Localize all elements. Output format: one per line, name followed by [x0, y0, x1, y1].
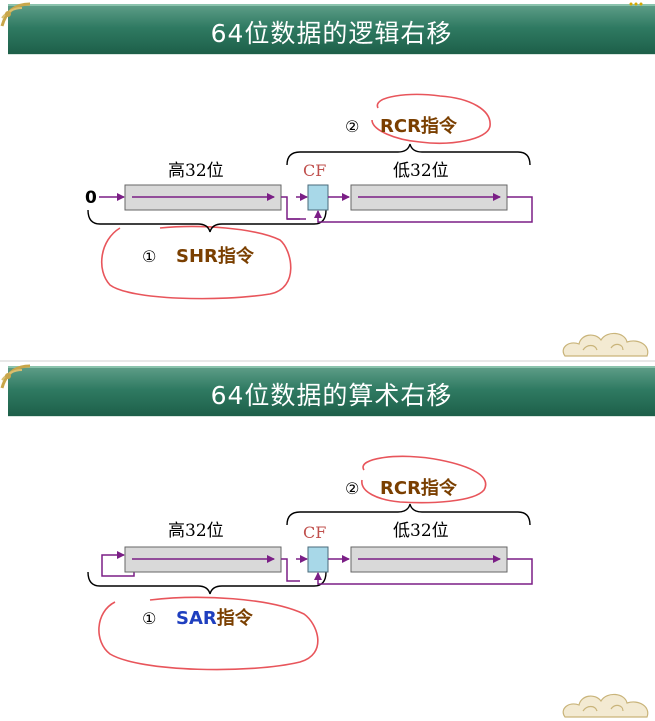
annotation-circle-rcr	[371, 93, 491, 145]
slide-title: 64位数据的逻辑右移	[210, 19, 453, 48]
input-zero-label: 0	[85, 188, 97, 208]
slide-logical-shift: 64位数据的逻辑右移	[0, 0, 655, 360]
low-register-label: 低32位	[393, 521, 449, 541]
cf-label: CF	[303, 523, 326, 542]
corner-ornament-icon	[0, 364, 31, 389]
rcr-step-number: ②	[345, 117, 359, 136]
annotation-circle-rcr	[361, 455, 487, 504]
brace-rcr	[286, 143, 531, 166]
cf-box	[307, 546, 329, 573]
shift-diagram: 0 高32位 低32位 CF ② RCR指令 ① SHR指令	[85, 93, 533, 300]
title-bar: 64位数据的逻辑右移	[8, 4, 655, 54]
cf-label: CF	[303, 161, 326, 180]
corner-ornament-icon	[0, 2, 31, 27]
rcr-step-number: ②	[345, 479, 359, 498]
high-register-label: 高32位	[168, 521, 224, 541]
shift-diagram: 高32位 低32位 CF ② RCR指令 ① SAR指令	[87, 455, 533, 671]
svg-text:SAR指令: SAR指令	[176, 607, 254, 629]
brace-shift	[87, 571, 327, 595]
annotation-circle-shr	[101, 225, 292, 300]
high-to-cf-arrow	[281, 558, 300, 582]
rcr-instruction-label: RCR指令	[380, 477, 458, 499]
high-register-label: 高32位	[168, 161, 224, 181]
low-to-cf-loop	[314, 196, 533, 223]
sar-instruction-suffix: 指令	[217, 607, 254, 629]
dots-icon	[629, 2, 643, 6]
slide-title: 64位数据的算术右移	[210, 381, 453, 410]
rcr-instruction-label: RCR指令	[380, 115, 458, 137]
brace-rcr	[286, 503, 531, 526]
shift-step-number: ①	[142, 609, 156, 628]
high-to-cf-arrow	[281, 196, 306, 220]
brace-shift	[87, 209, 327, 233]
slide-separator	[0, 360, 655, 362]
divider	[8, 416, 655, 417]
title-bar: 64位数据的算术右移	[8, 366, 655, 416]
low-register-label: 低32位	[393, 161, 449, 181]
shift-step-number: ①	[142, 247, 156, 266]
cf-box	[307, 184, 329, 211]
divider	[8, 54, 655, 55]
sar-instruction-op: SAR	[176, 608, 217, 629]
cloud-ornament-icon	[562, 693, 649, 718]
shr-instruction-label: SHR指令	[176, 245, 255, 267]
cloud-ornament-icon	[562, 332, 649, 357]
slide-arithmetic-shift: 64位数据的算术右移	[0, 362, 655, 721]
annotation-circle-sar	[98, 596, 319, 671]
low-to-cf-loop	[314, 558, 533, 585]
